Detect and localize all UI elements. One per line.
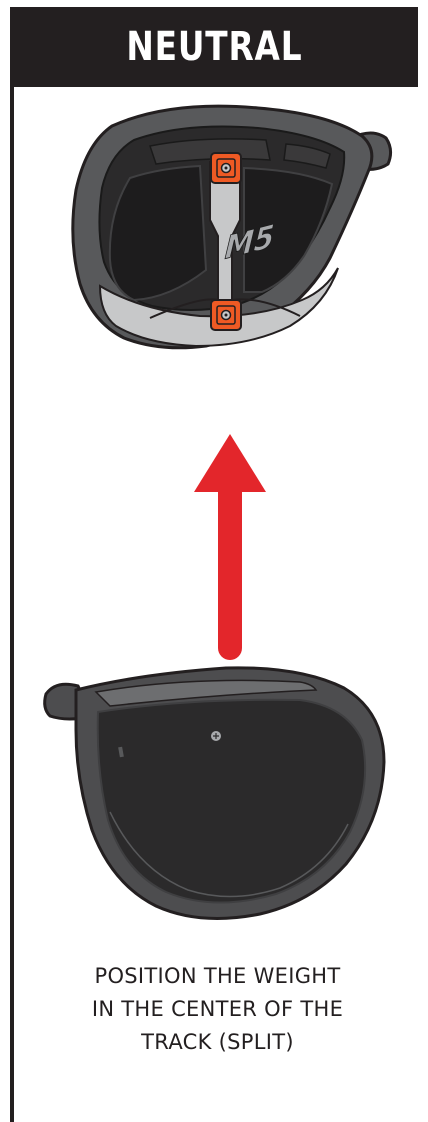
caption-line-2: IN THE CENTER OF THE	[30, 993, 405, 1026]
instruction-caption: POSITION THE WEIGHT IN THE CENTER OF THE…	[30, 960, 405, 1059]
bottom-weight	[211, 300, 241, 330]
top-weight	[211, 153, 241, 183]
up-arrow-icon	[194, 434, 266, 648]
caption-line-3: TRACK (SPLIT)	[30, 1026, 405, 1059]
crown-view-club-head	[45, 668, 384, 919]
sole-view-club-head: M5	[73, 106, 391, 348]
caption-line-1: POSITION THE WEIGHT	[30, 960, 405, 993]
